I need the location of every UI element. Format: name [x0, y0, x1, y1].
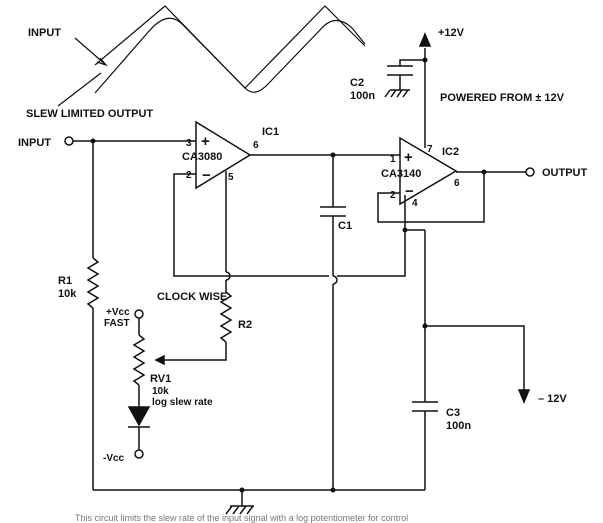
ic2-pin6: 6: [454, 178, 460, 189]
ic1-part: CA3080: [182, 151, 222, 163]
c1-capacitor: [320, 206, 346, 217]
output-label: OUTPUT: [542, 167, 588, 179]
rv1-name: RV1: [150, 373, 171, 385]
bottom-loop-wire: [224, 230, 406, 277]
ic1-plus-sign: +: [201, 133, 210, 150]
ic2-part: CA3140: [381, 168, 421, 180]
c3-name: C3: [446, 407, 460, 419]
rv1-potentiometer: [132, 334, 146, 386]
waveform-output-pointer: [57, 72, 102, 107]
neg-vcc-terminal: [134, 449, 144, 459]
c1-ground-junction: [330, 487, 336, 493]
ic2-minus-sign: −: [405, 183, 414, 200]
c3-value: 100n: [446, 420, 471, 432]
ic1-name: IC1: [262, 126, 279, 138]
vcc-neg-label: – 12V: [538, 393, 567, 405]
ic1-pin2: 2: [186, 170, 192, 181]
rv1-value: 10k: [152, 386, 169, 397]
ic2-pin2: 2: [390, 190, 396, 201]
rv1-wiper-arrow: [154, 354, 165, 366]
ic2-triangle: [399, 136, 458, 206]
ic1-pin3: 3: [186, 138, 192, 149]
ground-icon: [225, 505, 254, 515]
diode-body: [127, 406, 151, 427]
ic1-pin6: 6: [253, 140, 259, 151]
ic2-plus-sign: +: [404, 149, 413, 166]
rv1-fast-label: FAST: [104, 318, 130, 329]
waveform-input-label: INPUT: [28, 27, 61, 39]
waveform-input-pointer: [74, 37, 107, 66]
ic2-pin7: 7: [427, 144, 433, 155]
ic1-opamp: + − IC1 CA3080 3 2 5 6: [182, 120, 279, 190]
r2-name: R2: [238, 319, 252, 331]
c2-value: 100n: [350, 90, 375, 102]
pos-rail-arrow: [418, 32, 432, 47]
input-label: INPUT: [18, 137, 51, 149]
c2-name: C2: [350, 77, 364, 89]
ic2-name: IC2: [442, 146, 459, 158]
ic1-pin5-wire: [225, 171, 231, 292]
slew-limited-output-wave: [94, 17, 366, 94]
ic1-pin2-wire: [173, 173, 224, 277]
ic1-minus-sign: −: [202, 167, 211, 184]
neg-rail-arrow: [517, 389, 531, 404]
ic2-pin4: 4: [412, 198, 418, 209]
ic1-pin5: 5: [228, 172, 234, 183]
c1-name: C1: [338, 220, 352, 232]
ic2-output-junction: [481, 169, 487, 175]
c2-top-wire: [399, 59, 425, 66]
r1-name: R1: [58, 275, 72, 287]
neg-rail-branch: [425, 325, 525, 390]
c1-bottom-wire: [332, 216, 338, 490]
c2-capacitor: [387, 65, 413, 76]
figure-caption: This circuit limits the slew rate of the…: [75, 513, 408, 523]
ic2-opamp: + − IC2 CA3140 1 2 4 7 6: [381, 136, 460, 209]
input-terminal: [64, 136, 74, 146]
c3-capacitor: [412, 401, 438, 412]
r1-resistor: [86, 257, 100, 309]
ic2-pin4-wire: [404, 195, 425, 231]
clockwise-label: CLOCK WISE: [157, 291, 227, 303]
rv1-vcc-label: +Vcc: [106, 307, 130, 318]
r1-value: 10k: [58, 288, 77, 300]
waveform-output-label: SLEW LIMITED OUTPUT: [26, 108, 153, 120]
r2-resistor: [219, 291, 233, 343]
rv1-top-terminal: [134, 309, 144, 319]
ic2-feedback-wire: [377, 172, 485, 223]
waveform-input-arrowhead: [96, 57, 108, 67]
waveform-inset: INPUT SLEW LIMITED OUTPUT: [26, 5, 366, 120]
ic2-pin1: 1: [390, 154, 396, 165]
vcc-pos-label: +12V: [438, 27, 465, 39]
output-terminal: [525, 167, 535, 177]
ic1-triangle: [195, 120, 252, 190]
rv1-note: log slew rate: [152, 397, 213, 408]
c2-ground-icon: [384, 89, 410, 98]
powered-label: POWERED FROM ± 12V: [440, 92, 565, 104]
neg-vcc-label: -Vcc: [103, 453, 125, 464]
r2-to-rv1-wiper: [156, 342, 227, 361]
